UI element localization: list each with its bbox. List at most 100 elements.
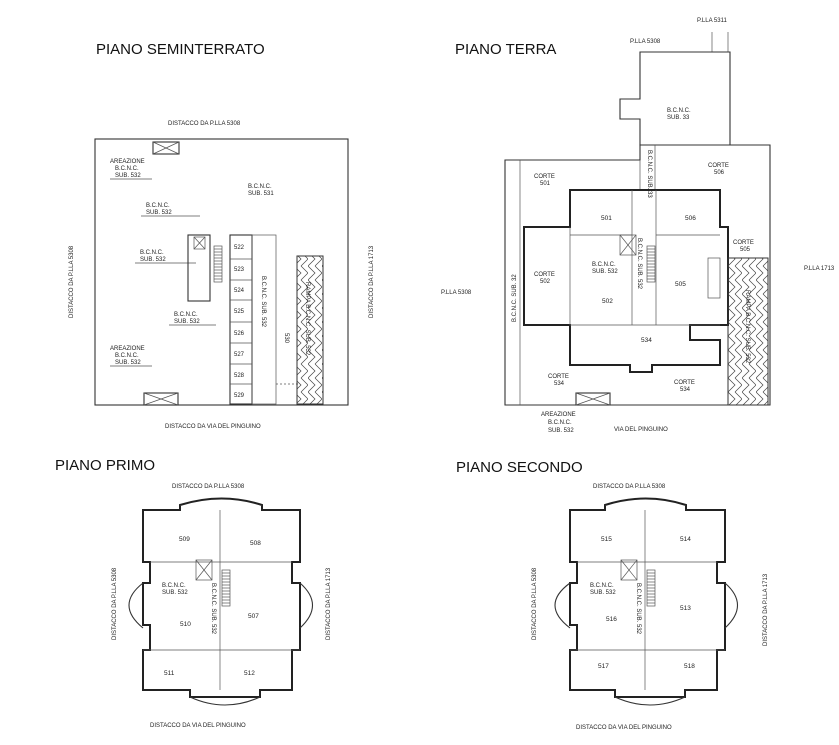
- annex-sub33: [619, 51, 731, 146]
- room-515: 515: [601, 536, 612, 543]
- room-511: 511: [164, 670, 175, 677]
- room-534: 534: [641, 337, 652, 344]
- stairs: [213, 245, 223, 283]
- balcony-secondo-left: [554, 582, 571, 629]
- label-corte-534a-num: 534: [554, 381, 565, 387]
- label-vert-secondo: B.C.N.C. SUB. 532: [635, 583, 641, 635]
- room-518: 518: [684, 663, 695, 670]
- room-512: 512: [244, 670, 255, 677]
- label-bcnc: B.C.N.C.: [115, 166, 139, 172]
- label-corte-534b-num: 534: [680, 387, 691, 393]
- label-secondo-bottom: DISTACCO DA VIA DEL PINGUINO: [576, 725, 672, 731]
- label-distacco-bottom: DISTACCO DA VIA DEL PINGUINO: [165, 424, 261, 430]
- room-508: 508: [250, 540, 261, 547]
- room-524: 524: [234, 288, 245, 294]
- label-sub532-2: SUB. 532: [146, 210, 172, 216]
- label-sub532-secondo: SUB. 532: [590, 590, 616, 596]
- label-corte-534b: CORTE: [674, 380, 695, 386]
- stairs-primo: [221, 569, 231, 607]
- label-bcnc-primo: B.C.N.C.: [162, 583, 186, 589]
- label-vert-sub33: B.C.N.C. SUB. 33: [646, 150, 652, 198]
- label-stair-vert-terra: B.C.N.C. SUB. 532: [636, 238, 642, 290]
- label-corte-534a: CORTE: [548, 374, 569, 380]
- label-sub532-5: SUB. 532: [115, 360, 141, 366]
- label-sub32: B.C.N.C. SUB. 32: [512, 274, 518, 322]
- label-areazione1: AREAZIONE: [110, 159, 145, 165]
- plan-terra: PIANO TERRA P.LLA 5311 P.LLA 5308 P.LLA …: [441, 18, 835, 434]
- label-ramp: RAMPA B.C.N.C. SUB. 532: [304, 282, 310, 356]
- room-529: 529: [234, 393, 245, 399]
- label-secondo-right: DISTACCO DA P.LLA 1713: [763, 573, 769, 646]
- balcony-primo-bottom: [189, 696, 261, 706]
- label-distacco-right: DISTACCO DA P.LLA 1713: [369, 245, 375, 318]
- stairs-secondo: [646, 569, 656, 607]
- title-primo: PIANO PRIMO: [55, 457, 155, 474]
- label-bcnc-4: B.C.N.C.: [174, 312, 198, 318]
- room-525: 525: [234, 309, 245, 315]
- room-527: 527: [234, 352, 245, 358]
- label-distacco-top: DISTACCO DA P.LLA 5308: [168, 121, 241, 127]
- label-bcnc-vertical: B.C.N.C. SUB. 532: [260, 276, 266, 328]
- areazione-bottom-box: [143, 392, 179, 406]
- ramp: [296, 255, 324, 405]
- plan-seminterrato: PIANO SEMINTERRATO DISTACCO DA P.LLA 530…: [69, 41, 375, 430]
- ramp-terra: [727, 257, 769, 406]
- balcony-primo-right: [299, 582, 314, 629]
- label-corte-501-num: 501: [540, 181, 551, 187]
- label-secondo-left: DISTACCO DA P.LLA 5308: [532, 567, 538, 640]
- label-secondo-top: DISTACCO DA P.LLA 5308: [593, 484, 666, 490]
- balcony-primo-left: [128, 582, 144, 629]
- balcony-secondo-bottom: [614, 696, 686, 706]
- label-primo-top: DISTACCO DA P.LLA 5308: [172, 484, 245, 490]
- room-523: 523: [234, 267, 245, 273]
- plan-secondo: PIANO SECONDO DISTACCO DA P.LLA 5308 DIS…: [456, 459, 769, 731]
- label-areazione2: AREAZIONE: [110, 346, 145, 352]
- label-corte-506-num: 506: [714, 170, 725, 176]
- title-secondo: PIANO SECONDO: [456, 459, 583, 476]
- stairs-terra: [646, 245, 656, 283]
- plan-primo: PIANO PRIMO DISTACCO DA P.LLA 5308 DISTA…: [55, 457, 332, 729]
- label-bcnc-5: B.C.N.C.: [115, 353, 139, 359]
- room-517: 517: [598, 663, 609, 670]
- label-corte-502: CORTE: [534, 272, 555, 278]
- room-522: 522: [234, 245, 245, 251]
- label-distacco-left: DISTACCO DA P.LLA 5308: [69, 245, 75, 318]
- room-506: 506: [685, 215, 696, 222]
- label-primo-right: DISTACCO DA P.LLA 1713: [326, 567, 332, 640]
- room-507: 507: [248, 613, 259, 620]
- room-502: 502: [602, 298, 613, 305]
- building-terra: [523, 189, 729, 373]
- label-areazione-terra: AREAZIONE: [541, 412, 576, 418]
- room-528: 528: [234, 373, 245, 379]
- areazione-top-box: [152, 141, 180, 155]
- label-via-terra: VIA DEL PINGUINO: [614, 427, 668, 433]
- outline-seminterrato: [94, 138, 349, 406]
- label-530: 530: [283, 333, 289, 344]
- label-sub532-primo: SUB. 532: [162, 590, 188, 596]
- label-pll1713: P.LLA 1713: [804, 266, 835, 272]
- room-513: 513: [680, 605, 691, 612]
- stair-core: [187, 234, 211, 302]
- label-pll5311: P.LLA 5311: [697, 18, 727, 24]
- label-ramp-terra: RAMPA B.C.N.C. SUB. 532: [744, 290, 750, 364]
- label-pll5308-top: P.LLA 5308: [630, 39, 661, 45]
- label-primo-left: DISTACCO DA P.LLA 5308: [112, 567, 118, 640]
- title-terra: PIANO TERRA: [455, 41, 556, 58]
- room-514: 514: [680, 536, 691, 543]
- building-primo: [142, 497, 301, 698]
- label-corte-505-num: 505: [740, 247, 751, 253]
- room-509: 509: [179, 536, 190, 543]
- label-sub532-terra: SUB. 532: [592, 269, 618, 275]
- label-bcnc-531: B.C.N.C.: [248, 184, 272, 190]
- label-corte-505: CORTE: [733, 240, 754, 246]
- label-sub531: SUB. 531: [248, 191, 274, 197]
- label-primo-bottom: DISTACCO DA VIA DEL PINGUINO: [150, 723, 246, 729]
- label-pll5308-left: P.LLA 5308: [441, 290, 472, 296]
- label-corte-502-num: 502: [540, 279, 551, 285]
- label-sub532-3: SUB. 532: [140, 257, 166, 263]
- areazione-terra: [575, 392, 611, 406]
- balcony-secondo-right: [724, 582, 739, 629]
- label-sub33: SUB. 33: [667, 115, 690, 121]
- title-seminterrato: PIANO SEMINTERRATO: [96, 41, 265, 58]
